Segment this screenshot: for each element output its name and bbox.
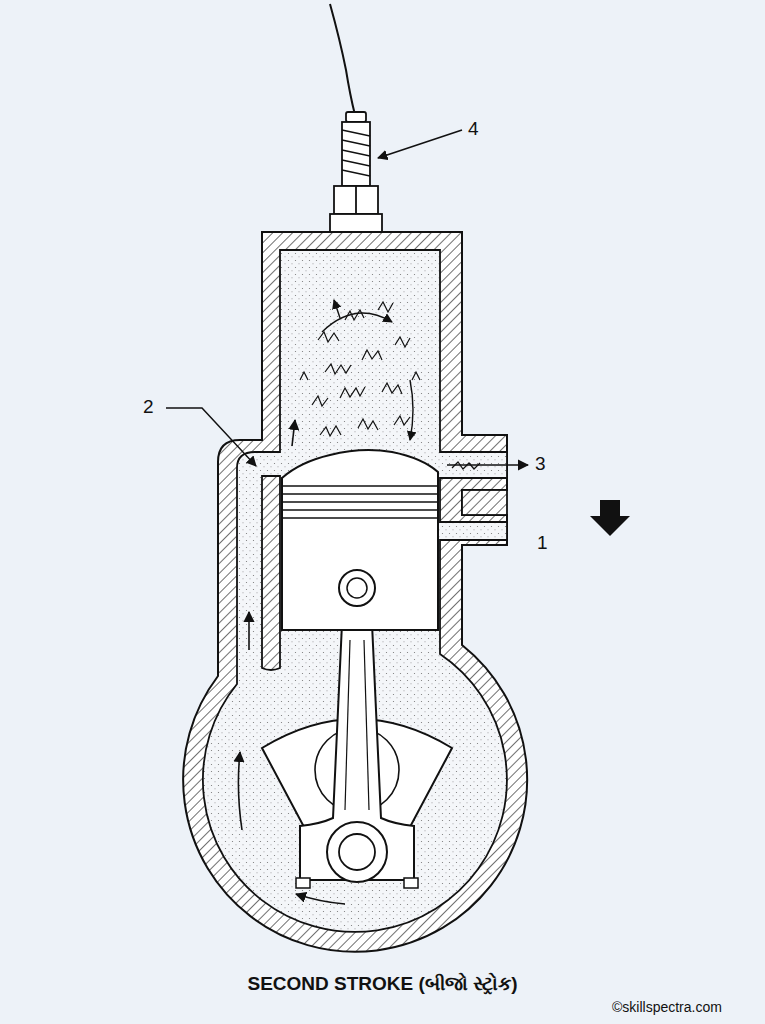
big-end: [327, 822, 387, 882]
caption: SECOND STROKE (બીજો સ્ટ્રોક): [0, 974, 765, 995]
leader-line: [166, 408, 256, 466]
callout-number: 3: [535, 454, 546, 475]
connecting-rod: [300, 602, 414, 880]
flow-arrows: [238, 420, 528, 904]
engine-housing: [183, 232, 527, 952]
ignition-wire: [330, 4, 355, 115]
callout-number: 1: [537, 533, 548, 554]
callout-number: 4: [468, 119, 479, 140]
leader-line: [378, 130, 462, 158]
gudgeon-pin: [339, 570, 375, 606]
engine-interior: [203, 250, 507, 932]
watermark: ©skillspectra.com: [612, 1000, 722, 1015]
callout-number: 2: [143, 397, 154, 418]
port-divider: [462, 490, 507, 515]
combustion-gas: [300, 302, 480, 469]
direction-arrow: [590, 500, 630, 536]
transfer-wall: [262, 476, 280, 670]
piston: [282, 450, 438, 630]
spark-plug: [330, 112, 382, 232]
piston-rings: [282, 486, 438, 518]
